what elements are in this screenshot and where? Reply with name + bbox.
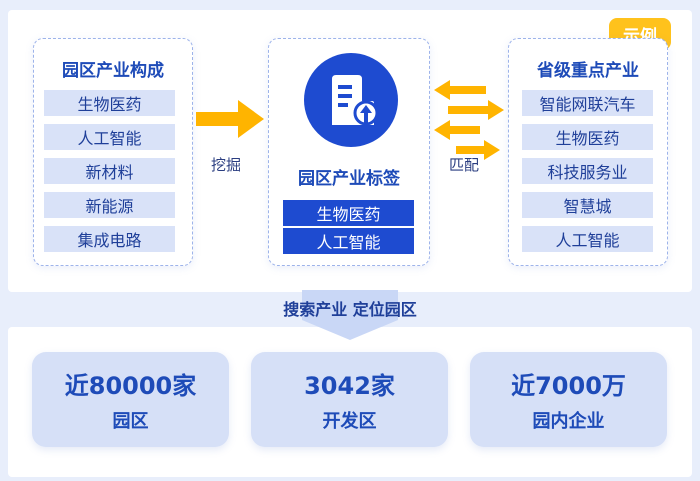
stat-value: 近7000万 bbox=[511, 372, 626, 400]
park-tag-item: 生物医药 bbox=[283, 200, 414, 226]
park-composition-card: 园区产业构成 生物医药 人工智能 新材料 新能源 集成电路 bbox=[33, 38, 193, 266]
park-composition-item: 人工智能 bbox=[44, 124, 175, 150]
park-tags-card: 园区产业标签 生物医药 人工智能 bbox=[268, 38, 430, 266]
park-composition-title: 园区产业构成 bbox=[62, 61, 164, 81]
stat-label: 园区 bbox=[112, 411, 149, 432]
stat-value: 近80000家 bbox=[64, 372, 197, 400]
funnel-arrow-icon bbox=[302, 290, 398, 340]
park-composition-item: 集成电路 bbox=[44, 226, 175, 252]
mine-arrow-icon bbox=[196, 100, 264, 138]
stat-card: 近80000家 园区 bbox=[32, 352, 229, 447]
match-label: 匹配 bbox=[449, 156, 480, 174]
stat-value: 3042家 bbox=[304, 372, 395, 400]
stat-card: 近7000万 园内企业 bbox=[470, 352, 667, 447]
park-composition-item: 新材料 bbox=[44, 158, 175, 184]
park-tag-item: 人工智能 bbox=[283, 228, 414, 254]
mine-label: 挖掘 bbox=[211, 156, 242, 174]
provincial-industry-item: 生物医药 bbox=[522, 124, 653, 150]
provincial-industry-card: 省级重点产业 智能网联汽车 生物医药 科技服务业 智慧城 人工智能 bbox=[508, 38, 668, 266]
park-composition-item: 生物医药 bbox=[44, 90, 175, 116]
provincial-industry-item: 科技服务业 bbox=[522, 158, 653, 184]
stat-label: 开发区 bbox=[322, 411, 377, 432]
stat-label: 园内企业 bbox=[532, 411, 605, 432]
search-locate-label: 搜索产业 定位园区 bbox=[283, 300, 417, 319]
park-composition-item: 新能源 bbox=[44, 192, 175, 218]
provincial-industry-title: 省级重点产业 bbox=[537, 61, 639, 81]
match-arrows-icon bbox=[434, 80, 504, 160]
provincial-industry-item: 智慧城 bbox=[522, 192, 653, 218]
building-icon bbox=[304, 53, 398, 147]
stat-card: 3042家 开发区 bbox=[251, 352, 448, 447]
park-tags-title: 园区产业标签 bbox=[298, 169, 400, 189]
provincial-industry-item: 智能网联汽车 bbox=[522, 90, 653, 116]
provincial-industry-item: 人工智能 bbox=[522, 226, 653, 252]
